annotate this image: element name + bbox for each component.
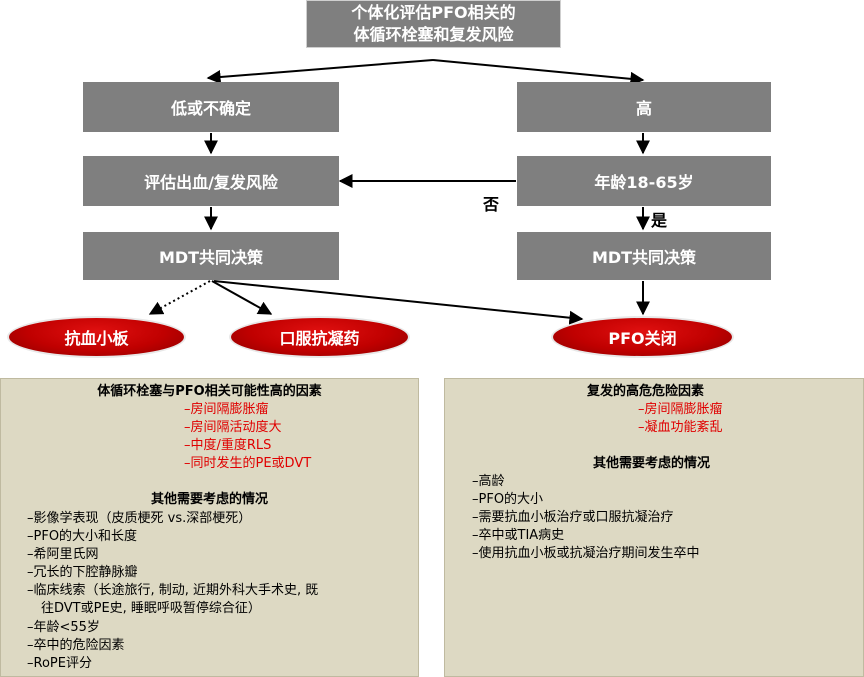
left-red-item: –中度/重度RLS xyxy=(184,438,272,453)
left-item: –PFO的大小和长度 xyxy=(27,529,138,544)
arrow-mdt-to-anticoagulant xyxy=(211,280,273,315)
left-panel-heading: 体循环栓塞与PFO相关可能性高的因素 xyxy=(97,384,322,399)
left-item: –冗长的下腔静脉瓣 xyxy=(27,565,138,580)
left-item: 往DVT或PE史, 睡眠呼吸暂停综合征） xyxy=(41,601,261,616)
right-red-item: –凝血功能紊乱 xyxy=(638,420,723,435)
pfo-closure-oval: PFO关闭 xyxy=(551,316,734,358)
right-item: –需要抗血小板治疗或口服抗凝治疗 xyxy=(472,510,674,525)
no-label: 否 xyxy=(483,195,500,214)
right-item: –高龄 xyxy=(472,474,505,489)
left-panel-subheading: 其他需要考虑的情况 xyxy=(150,492,268,507)
yes-label: 是 xyxy=(651,211,668,230)
left-item: –卒中的危险因素 xyxy=(27,638,125,653)
left-item: –年龄<55岁 xyxy=(27,620,100,635)
right-item: –使用抗血小板或抗凝治疗期间发生卒中 xyxy=(472,546,700,561)
arrow-top-to-left xyxy=(206,59,434,84)
left-mdt-box: MDT共同决策 xyxy=(83,232,339,280)
right-red-item: –房间隔膨胀瘤 xyxy=(638,402,723,417)
left-red-item: –房间隔活动度大 xyxy=(184,420,282,435)
arrow-mdt-to-pfo-closure xyxy=(213,280,584,325)
right-panel-heading: 复发的高危危险因素 xyxy=(587,384,705,399)
age-box: 年龄18-65岁 xyxy=(517,156,771,206)
arrow-mdt-to-antiplatelet xyxy=(148,280,211,315)
right-panel-subheading: 其他需要考虑的情况 xyxy=(593,456,711,471)
high-risk-box: 高 xyxy=(517,82,771,132)
right-item: –PFO的大小 xyxy=(472,492,544,507)
antiplatelet-oval: 抗血小板 xyxy=(7,316,186,358)
right-item: –卒中或TIA病史 xyxy=(472,528,565,543)
left-item: –影像学表现（皮质梗死 vs.深部梗死） xyxy=(27,511,252,526)
left-item: –希阿里氏网 xyxy=(27,547,99,562)
left-factors-panel: 体循环栓塞与PFO相关可能性高的因素 –房间隔膨胀瘤 –房间隔活动度大 –中度/… xyxy=(0,378,419,677)
arrow-top-to-right xyxy=(432,59,645,86)
top-assessment-box: 个体化评估PFO相关的 体循环栓塞和复发风险 xyxy=(306,0,561,48)
top-box-line1: 个体化评估PFO相关的 xyxy=(351,3,516,22)
bleeding-risk-box: 评估出血/复发风险 xyxy=(83,156,339,206)
low-risk-box: 低或不确定 xyxy=(83,82,339,132)
right-mdt-box: MDT共同决策 xyxy=(517,232,771,280)
anticoagulant-oval: 口服抗凝药 xyxy=(229,316,410,358)
left-red-item: –房间隔膨胀瘤 xyxy=(184,402,269,417)
top-box-line2: 体循环栓塞和复发风险 xyxy=(353,25,514,44)
left-item: –临床线索（长途旅行, 制动, 近期外科大手术史, 既 xyxy=(27,583,319,598)
right-factors-panel: 复发的高危危险因素 –房间隔膨胀瘤 –凝血功能紊乱 其他需要考虑的情况 –高龄 … xyxy=(444,378,864,677)
left-item: –RoPE评分 xyxy=(27,656,92,671)
left-red-item: –同时发生的PE或DVT xyxy=(184,456,312,471)
